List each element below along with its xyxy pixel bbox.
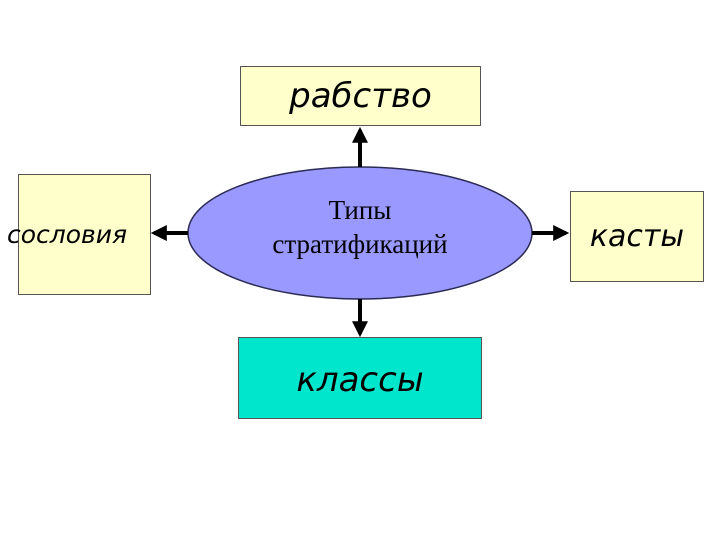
node-label-right: касты: [589, 219, 685, 254]
node-box-right: касты: [570, 191, 704, 282]
center-label-line2: стратификаций: [272, 229, 448, 259]
node-label-left: сословия: [7, 220, 128, 249]
node-label-bottom: классы: [296, 360, 424, 400]
center-label-line1: Типы: [328, 195, 392, 225]
node-box-top: рабство: [240, 66, 481, 126]
node-box-left: сословия: [7, 174, 151, 295]
node-box-bottom: классы: [238, 337, 482, 419]
node-label-top: рабство: [289, 76, 432, 116]
center-label: Типы стратификаций: [190, 193, 530, 261]
